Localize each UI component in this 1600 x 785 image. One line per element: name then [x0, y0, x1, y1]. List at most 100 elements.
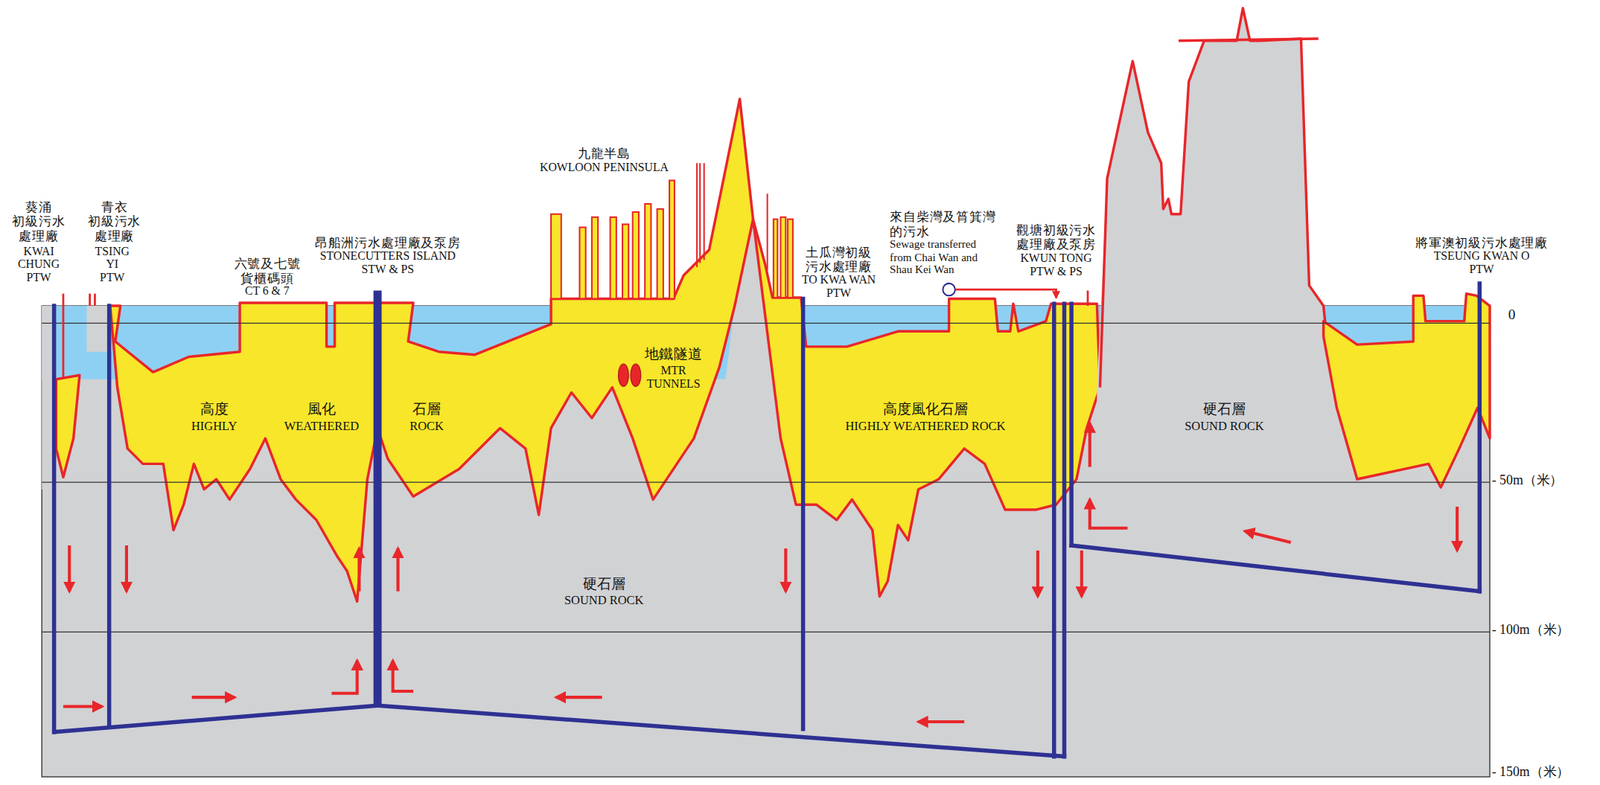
sewage-tunnel — [107, 306, 111, 726]
buildings — [644, 204, 651, 299]
flow-arrow — [556, 696, 603, 700]
pipe-leaders — [93, 294, 97, 307]
sewage-tunnel — [54, 705, 378, 733]
weathered-rock — [110, 99, 753, 602]
pipe-leaders — [63, 290, 1088, 377]
plant-label: KOWLOON PENINSULA — [539, 160, 669, 175]
zone-label: 高度 — [200, 402, 229, 419]
zone-label: ROCK — [409, 419, 444, 435]
depth-grid — [41, 323, 1490, 633]
flow-arrow — [192, 696, 236, 700]
sewage-tunnel — [1477, 283, 1482, 592]
plant-label: KWAI CHUNG PTW — [13, 244, 65, 286]
buildings — [766, 193, 769, 271]
pipe-leaders — [88, 294, 91, 307]
flow-arrow — [357, 548, 361, 592]
weathered-rock — [1323, 294, 1490, 488]
sewage-tunnel — [373, 290, 382, 706]
plant-label: 昂船洲污水處理廠及泵房 — [314, 236, 461, 251]
sewage-tunnel — [377, 705, 1064, 758]
kwun-tong-hills — [1096, 8, 1337, 409]
buildings — [657, 209, 664, 300]
buildings — [696, 163, 698, 268]
weathered-rock — [55, 99, 1100, 602]
plant-label: CT 6 & 7 — [244, 284, 290, 298]
sewage-tunnel — [1062, 303, 1067, 757]
buildings — [699, 163, 701, 263]
depth-label: 0 — [1508, 306, 1516, 324]
buildings — [579, 227, 586, 300]
depth-label: - 150m（米） — [1492, 765, 1570, 781]
plant-label: 青衣 初級污水 處理廠 — [83, 200, 145, 245]
sewage-tunnel — [801, 298, 805, 729]
weathered-rock — [1323, 294, 1490, 488]
buildings — [787, 219, 793, 299]
transfer-line — [942, 283, 955, 296]
sewage-tunnel — [1069, 303, 1073, 546]
buildings — [550, 163, 793, 299]
plant-label: TO KWA WAN PTW — [795, 273, 882, 301]
flow-arrow — [63, 705, 103, 709]
depth-grid — [41, 323, 1490, 324]
zone-label: WEATHERED — [284, 419, 359, 435]
depth-grid — [41, 481, 1490, 483]
plant-label: 九龍半島 — [577, 146, 631, 162]
mtr-tunnels — [618, 364, 630, 387]
weathered-rock — [55, 375, 80, 478]
flow-arrow — [1089, 499, 1128, 528]
flow-arrow — [783, 548, 787, 592]
flow-arrow — [1455, 507, 1459, 551]
sewage-tunnel — [54, 283, 1481, 758]
plant-label: MTR TUNNELS — [644, 364, 703, 391]
flow-arrow — [918, 720, 965, 724]
plant-label: 葵涌 初級污水 處理廠 — [8, 200, 70, 245]
zone-label: SOUND ROCK — [1184, 419, 1264, 435]
plant-label: 六號及七號 貨櫃碼頭 — [233, 256, 301, 286]
plant-label: TSING YI PTW — [93, 244, 131, 286]
sewage-tunnel — [1052, 303, 1056, 757]
pipe-leaders — [62, 294, 65, 378]
mtr-tunnels — [630, 364, 642, 387]
zone-label: HIGHLY — [191, 419, 237, 435]
flow-arrow — [67, 545, 71, 592]
kwun-tong-hills — [1096, 8, 1337, 409]
plant-label: Sewage transferred from Chai Wan and Sha… — [889, 237, 997, 277]
buildings — [550, 214, 562, 300]
zone-label: SOUND ROCK — [564, 594, 644, 610]
plant-label: 來自柴灣及筲箕灣 的污水 — [889, 209, 1000, 239]
sewage-tunnel — [52, 306, 56, 733]
buildings — [622, 224, 629, 299]
buildings — [773, 219, 778, 299]
buildings — [780, 217, 786, 298]
kwun-tong-hills — [1178, 38, 1319, 41]
plant-label: TSEUNG KWAN O PTW — [1425, 250, 1539, 277]
zone-label: 硬石層 — [582, 576, 627, 593]
transfer-line — [955, 289, 1057, 298]
sewage-tunnel — [1071, 545, 1480, 592]
kwun-tong-hills — [1099, 8, 1327, 388]
plant-label: 觀塘初級污水 處理廠及泵房 — [1015, 223, 1098, 253]
flow-arrow — [331, 661, 357, 694]
zone-label: 高度風化石層 — [883, 402, 969, 419]
buildings — [669, 180, 675, 300]
flow-arrow — [393, 661, 414, 692]
zone-label: 風化 — [307, 402, 336, 419]
plant-label: 地鐵隧道 — [644, 346, 703, 364]
plant-label: 將軍澳初級污水處理廠 — [1415, 236, 1548, 251]
plant-label: 土瓜灣初級 污水處理廠 — [804, 245, 872, 275]
zone-label: HIGHLY WEATHERED ROCK — [845, 419, 1006, 435]
depth-grid — [41, 632, 1490, 633]
zone-label: 硬石層 — [1203, 402, 1247, 419]
flow-arrow — [1088, 423, 1092, 468]
flow-arrow — [1244, 531, 1292, 543]
flow-arrow — [1080, 550, 1084, 598]
flow-arrow — [63, 423, 1458, 723]
depth-label: - 100m（米） — [1492, 623, 1570, 639]
flow-arrow — [396, 548, 400, 592]
depth-label: - 50m（米） — [1492, 473, 1564, 489]
transfer-line — [942, 283, 1056, 298]
buildings — [610, 217, 617, 300]
flow-arrow — [1036, 550, 1040, 598]
